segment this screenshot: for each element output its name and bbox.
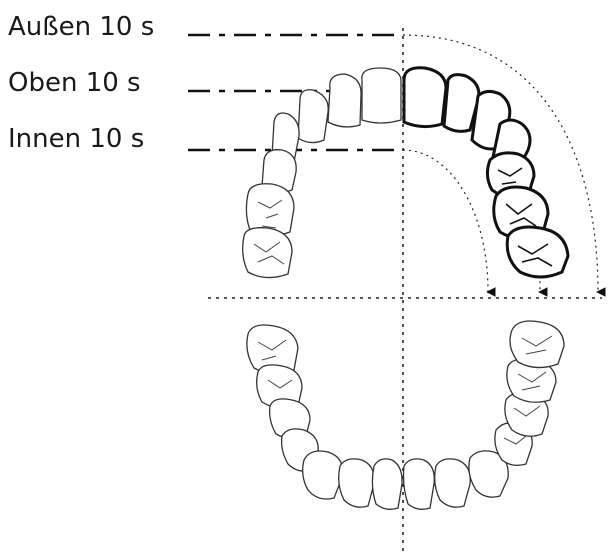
label-inner-surface: Innen 10 s — [8, 124, 145, 154]
arc-inner-arrow — [402, 149, 496, 297]
label-outer-surface: Außen 10 s — [8, 12, 155, 42]
arc-outer-arrow — [402, 34, 606, 297]
upper-jaw-right-teeth-highlighted — [402, 66, 570, 279]
label-chewing-surface: Oben 10 s — [8, 68, 141, 98]
upper-jaw-left-teeth — [242, 67, 402, 279]
lower-jaw-left-teeth — [246, 324, 403, 510]
lower-jaw-right-teeth — [402, 320, 565, 510]
